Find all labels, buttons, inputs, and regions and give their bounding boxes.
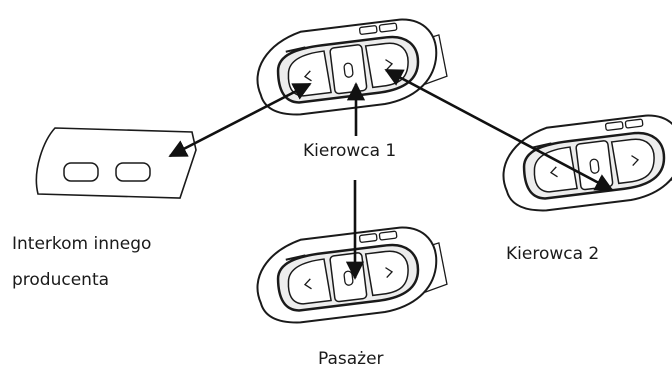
intercom-passenger: [250, 221, 451, 329]
label-driver-2: Kierowca 2: [506, 244, 600, 264]
other-intercom-button-right: [115, 162, 151, 182]
label-driver-1: Kierowca 1: [303, 141, 397, 161]
other-manufacturer-intercom: [35, 127, 197, 199]
label-passenger: Pasażer: [318, 349, 384, 369]
intercom-driver-2: [496, 109, 672, 217]
label-other-intercom-line-1: Interkom innego: [12, 234, 152, 254]
arrow-driver1-to-driver2: [384, 68, 614, 192]
other-intercom-button-left: [63, 162, 99, 182]
intercom-driver-1: [250, 13, 451, 121]
label-other-intercom-line-2: producenta: [12, 270, 110, 290]
arrow-driver1-to-other-intercom: [168, 82, 312, 158]
